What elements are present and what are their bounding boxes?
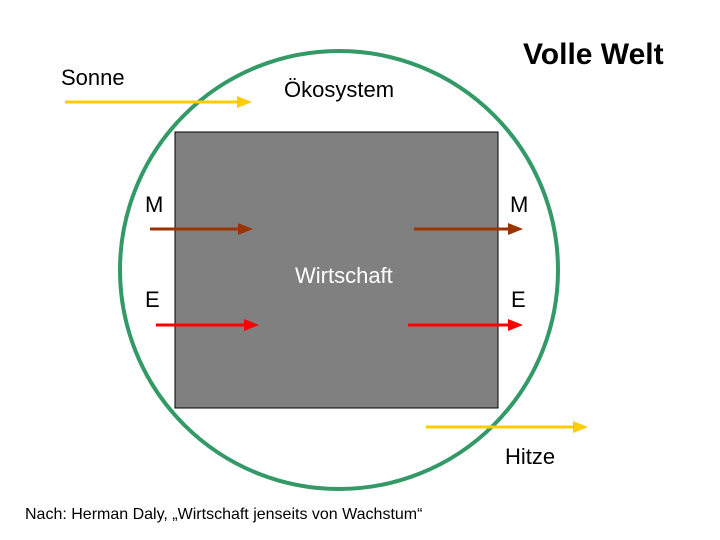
- economy-box: [174, 131, 499, 409]
- source-credit: Nach: Herman Daly, „Wirtschaft jenseits …: [25, 506, 422, 523]
- matter-in-label: M: [145, 192, 163, 217]
- heat-arrow: [426, 421, 588, 433]
- heat-arrow-head: [573, 421, 588, 433]
- energy-out-arrow: [408, 319, 523, 331]
- heat-label: Hitze: [505, 444, 555, 469]
- sun-arrow-head: [237, 96, 252, 108]
- ecosystem-circle: [118, 49, 560, 491]
- energy-in-label: E: [145, 287, 160, 312]
- matter-out-arrow-head: [508, 223, 523, 235]
- diagram-title: Volle Welt: [523, 38, 664, 71]
- energy-out-arrow-head: [508, 319, 523, 331]
- sun-arrow: [65, 96, 252, 108]
- energy-in-arrow-head: [244, 319, 259, 331]
- matter-out-label: M: [510, 192, 528, 217]
- sun-label: Sonne: [61, 65, 125, 90]
- ecosystem-label: Ökosystem: [284, 77, 394, 102]
- matter-in-arrow: [150, 223, 253, 235]
- energy-out-label: E: [511, 287, 526, 312]
- matter-in-arrow-head: [238, 223, 253, 235]
- matter-out-arrow: [414, 223, 523, 235]
- economy-label: Wirtschaft: [295, 263, 393, 288]
- energy-in-arrow: [156, 319, 259, 331]
